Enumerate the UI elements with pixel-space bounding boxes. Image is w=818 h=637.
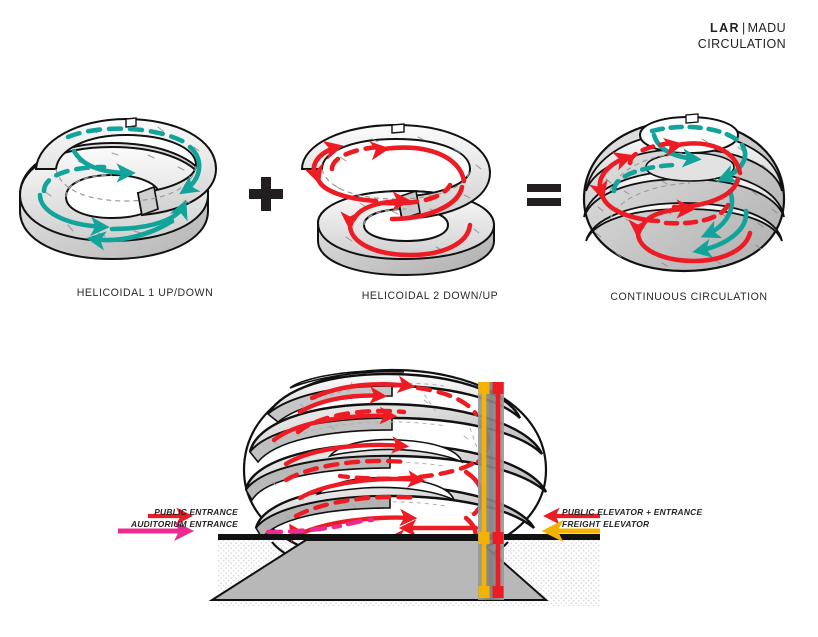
plus-icon [249, 177, 283, 211]
public-stop-ground [492, 532, 504, 544]
equals-operator: = [524, 180, 564, 210]
header-subtitle: CIRCULATION [697, 37, 786, 51]
left-annotation-arrows [118, 507, 194, 541]
section-svg [118, 368, 600, 606]
right-annotation-arrows [541, 507, 600, 543]
diagram-helicoidal-2 [288, 95, 518, 285]
public-stop-top [492, 382, 504, 394]
ground-line [218, 534, 600, 540]
freight-stop-bottom [478, 586, 490, 598]
underground-auditorium [208, 539, 549, 601]
page-header: LAR|MADU CIRCULATION [698, 20, 786, 52]
header-title-line: LAR|MADU [698, 20, 786, 36]
caption-helicoidal-1: HELICOIDAL 1 UP/DOWN [76, 287, 214, 299]
caption-continuous-circulation: CONTINUOUS CIRCULATION [610, 291, 768, 303]
header-separator: | [741, 21, 746, 35]
plus-operator: + [246, 174, 286, 214]
diagram-continuous-circulation [570, 95, 800, 285]
helicoidal-2-svg [300, 123, 496, 277]
label-freight-elevator: FREIGHT ELEVATOR [562, 519, 650, 529]
continuous-circulation-svg [582, 113, 786, 273]
section-diagram [0, 352, 818, 632]
label-auditorium-entrance: AUDITORIUM ENTRANCE [131, 519, 238, 529]
label-public-elevator: PUBLIC ELEVATOR + ENTRANCE [562, 507, 703, 517]
brand-name: LAR [710, 21, 740, 35]
public-stop-bottom [492, 586, 504, 598]
helicoidal-1-arrows [37, 126, 202, 251]
freight-stop-ground [478, 532, 490, 544]
caption-helicoidal-2: HELICOIDAL 2 DOWN/UP [361, 290, 499, 302]
label-public-entrance: PUBLIC ENTRANCE [154, 507, 238, 517]
project-name: MADU [747, 21, 786, 35]
equals-icon [527, 184, 561, 206]
helicoidal-1-svg [18, 117, 218, 261]
continuous-red-arrows [588, 137, 753, 264]
elevator-core [478, 382, 504, 600]
diagram-helicoidal-1 [8, 95, 238, 285]
freight-stop-top [478, 382, 490, 394]
helicoidal-2-arrows [304, 140, 473, 258]
